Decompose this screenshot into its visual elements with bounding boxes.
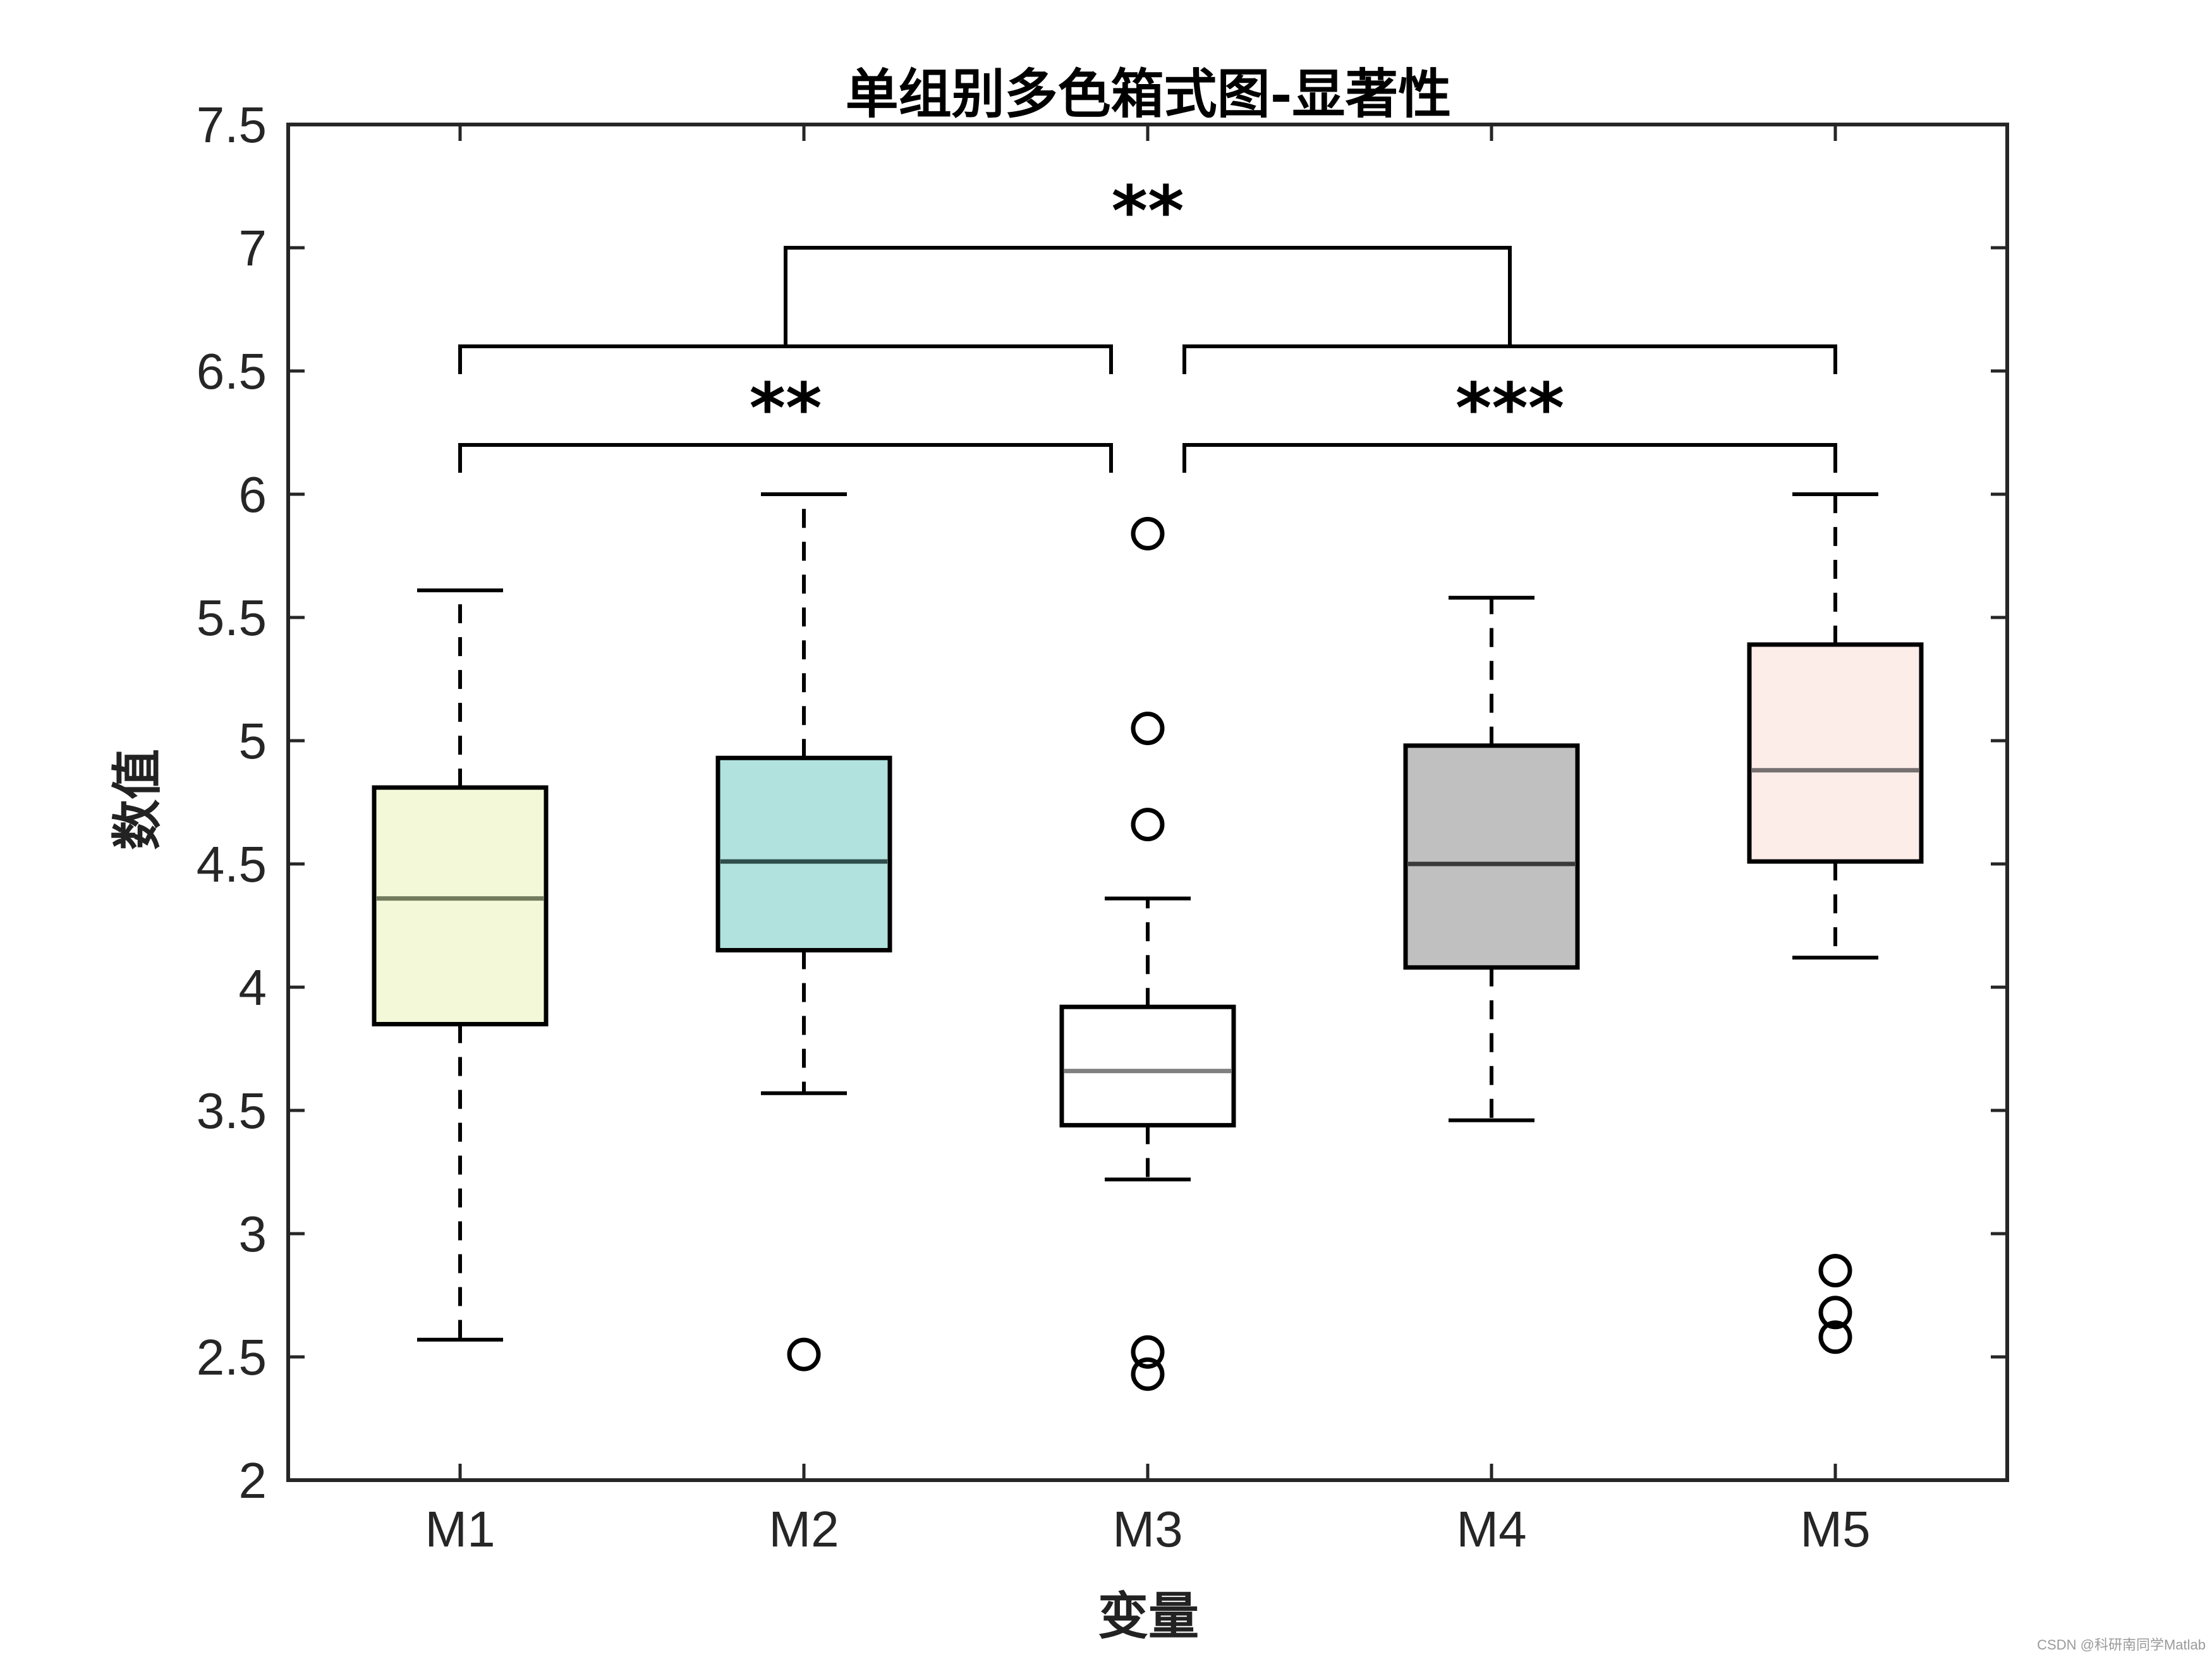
box-m2 [715, 755, 892, 953]
significance-bracket-top [784, 246, 1512, 346]
box-m5 [1747, 642, 1924, 864]
x-tick-label: M4 [1456, 1501, 1526, 1557]
outlier-point [1818, 1320, 1852, 1354]
y-tick-label: 6 [239, 466, 267, 523]
y-axis-label: 数值 [107, 749, 167, 850]
y-tick-label: 5.5 [197, 590, 267, 646]
y-tick-label: 4.5 [197, 836, 267, 892]
x-tick-label: M5 [1800, 1501, 1870, 1557]
x-tick-label: M1 [425, 1501, 495, 1557]
outlier-point [1131, 808, 1165, 842]
outlier-point [1818, 1254, 1852, 1287]
x-tick-label: M2 [769, 1501, 839, 1557]
significance-label: ** [749, 368, 822, 449]
outlier-point [1818, 1296, 1852, 1330]
x-axis-label: 变量 [1098, 1586, 1199, 1646]
outlier-point [1131, 516, 1165, 550]
significance-bracket [458, 443, 1113, 473]
significance-bracket [1182, 443, 1837, 473]
chart-title: 单组别多色箱式图-显著性 [846, 63, 1452, 125]
y-tick-label: 7.5 [197, 97, 267, 153]
outlier-point [1131, 1335, 1165, 1369]
y-tick-label: 7 [239, 220, 267, 276]
y-tick-label: 2 [239, 1452, 267, 1509]
y-tick-label: 6.5 [197, 343, 267, 399]
box-m3 [1059, 1004, 1236, 1127]
y-tick-label: 4 [239, 959, 267, 1016]
y-tick-label: 3.5 [197, 1083, 267, 1139]
significance-label: *** [1455, 368, 1565, 449]
y-tick-label: 2.5 [197, 1329, 267, 1385]
y-tick-label: 3 [239, 1206, 267, 1262]
outlier-point [787, 1337, 821, 1371]
outlier-point [1131, 712, 1165, 745]
x-tick-label: M3 [1112, 1501, 1182, 1557]
y-tick-label: 5 [239, 713, 267, 769]
watermark-text: CSDN @科研南同学Matlab [2037, 1637, 2206, 1653]
box-m1 [372, 785, 549, 1026]
significance-label: ** [1111, 171, 1184, 252]
box-m4 [1403, 743, 1580, 970]
outlier-point [1131, 1357, 1165, 1391]
